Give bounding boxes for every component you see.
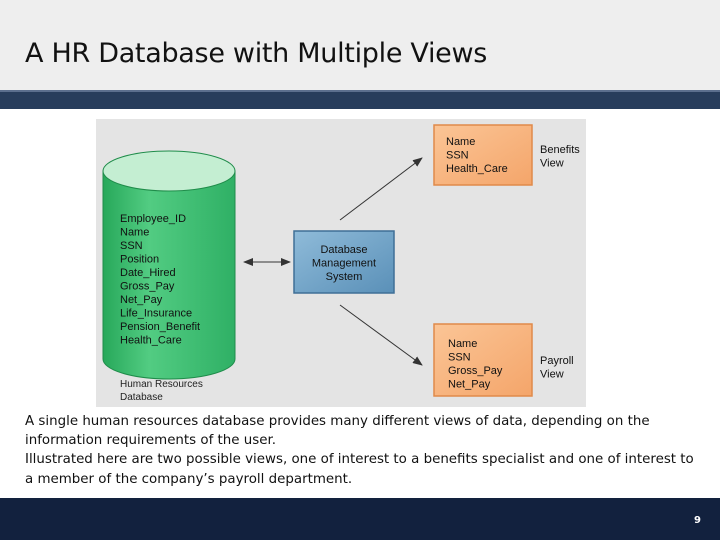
hr-database-cylinder xyxy=(102,150,236,380)
benefits-view-field: Name xyxy=(446,136,475,148)
database-label: Database xyxy=(120,392,163,403)
database-field-list: Employee_ID Name SSN Position Date_Hired… xyxy=(120,213,200,347)
database-field: Name xyxy=(120,227,149,239)
dbms-label: Management xyxy=(312,258,376,270)
payroll-view-field: Name xyxy=(448,338,477,350)
slide-title: A HR Database with Multiple Views xyxy=(25,38,488,69)
payroll-view-field: Net_Pay xyxy=(448,379,491,391)
diagram-canvas: Employee_ID Name SSN Position Date_Hired… xyxy=(102,124,580,403)
slide-footer: 9 xyxy=(0,498,720,540)
caption-paragraph: A single human resources database provid… xyxy=(25,414,650,449)
payroll-view-box xyxy=(433,323,533,397)
database-field: Gross_Pay xyxy=(120,281,175,293)
dbms-box xyxy=(293,230,395,294)
payroll-view-field: Gross_Pay xyxy=(448,365,503,377)
benefits-view-arrow xyxy=(339,157,423,221)
benefits-view-box xyxy=(433,124,533,186)
caption-paragraph: Illustrated here are two possible views,… xyxy=(25,452,694,487)
page-number: 9 xyxy=(694,515,701,526)
dbms-label: Database xyxy=(320,244,367,256)
database-field: Position xyxy=(120,254,159,266)
payroll-view-label: Payroll xyxy=(540,355,574,367)
dbms-label: System xyxy=(326,271,363,283)
title-divider-bar xyxy=(0,90,720,109)
benefits-view-label: Benefits xyxy=(540,144,580,156)
payroll-view-arrow xyxy=(339,304,423,366)
database-field: Pension_Benefit xyxy=(120,321,200,333)
database-field: Employee_ID xyxy=(120,213,186,225)
database-field: Net_Pay xyxy=(120,294,163,306)
database-field: SSN xyxy=(120,240,143,252)
benefits-view-field: SSN xyxy=(446,150,469,162)
database-field: Date_Hired xyxy=(120,267,176,279)
hr-database-diagram: Employee_ID Name SSN Position Date_Hired… xyxy=(96,119,586,407)
slide-caption: A single human resources database provid… xyxy=(25,412,700,489)
payroll-view-field: SSN xyxy=(448,352,471,364)
database-field: Health_Care xyxy=(120,335,182,347)
benefits-view-label: View xyxy=(540,158,564,170)
database-label: Human Resources xyxy=(120,379,203,390)
title-divider-highlight xyxy=(0,90,720,92)
slide-header: A HR Database with Multiple Views xyxy=(0,0,720,90)
payroll-view-label: View xyxy=(540,369,564,381)
database-field: Life_Insurance xyxy=(120,308,192,320)
benefits-view-field: Health_Care xyxy=(446,163,508,175)
